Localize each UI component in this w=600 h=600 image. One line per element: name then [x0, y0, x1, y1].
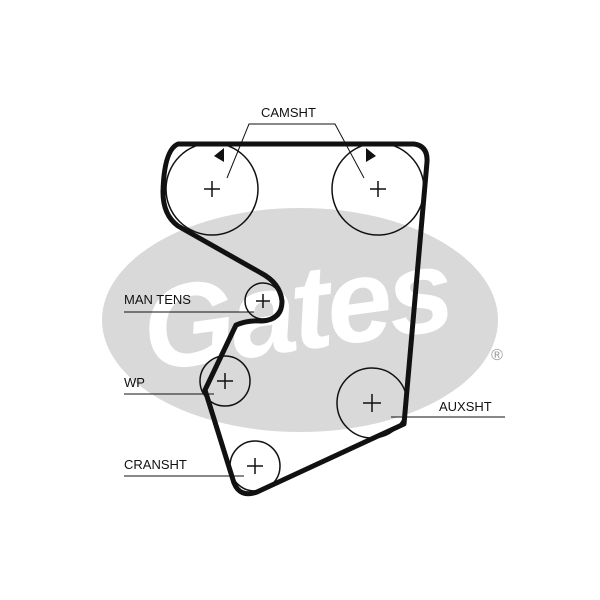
center-cross-icon — [204, 181, 220, 197]
center-cross-icon — [256, 294, 270, 308]
center-cross-icon — [370, 181, 386, 197]
timing-mark-left-icon — [214, 148, 224, 162]
center-cross-icon — [363, 394, 381, 412]
label-wp: WP — [124, 375, 145, 390]
center-cross-icon — [247, 458, 263, 474]
label-auxsht: AUXSHT — [439, 399, 492, 414]
label-camsht: CAMSHT — [261, 105, 316, 120]
leader-camsht — [226, 123, 365, 179]
pulley-water-pump — [199, 355, 251, 407]
timing-belt — [160, 141, 430, 497]
center-cross-icon — [217, 373, 233, 389]
leader-lines — [124, 123, 505, 477]
logo-registered-mark: ® — [491, 347, 503, 364]
timing-mark-right-icon — [366, 148, 376, 162]
label-man-tens: MAN TENS — [124, 292, 191, 307]
label-cransht: CRANSHT — [124, 457, 187, 472]
